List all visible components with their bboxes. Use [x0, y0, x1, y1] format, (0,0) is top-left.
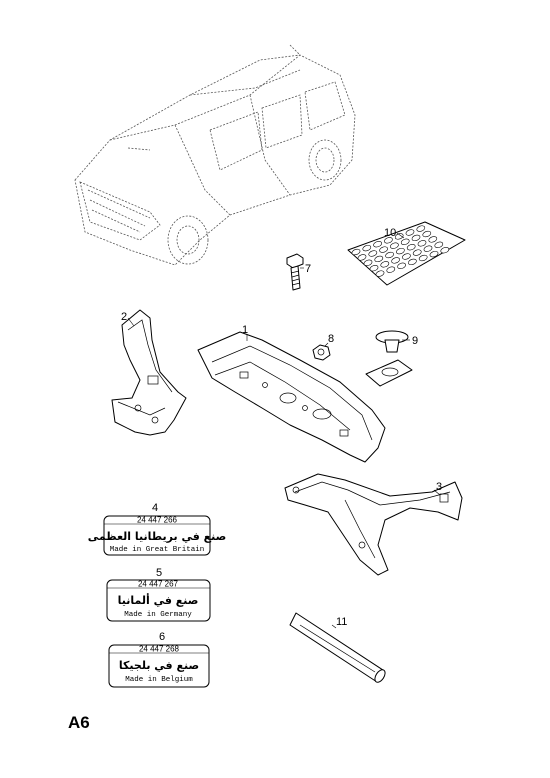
- pad-dot: [417, 240, 427, 247]
- pad-dot: [408, 258, 417, 266]
- label-made-in: Made in Germany: [124, 611, 192, 619]
- pad-dot: [362, 244, 372, 252]
- pad-dot: [363, 259, 373, 266]
- callout-4: 4: [152, 502, 158, 514]
- label-part-number: 24 447 266: [137, 516, 178, 525]
- pad-dot: [357, 254, 367, 261]
- label-part-number: 24 447 268: [139, 645, 180, 654]
- label-arabic-text: صنع في ألمانيا: [118, 593, 199, 607]
- pad-dot: [423, 245, 433, 252]
- pad-dot: [373, 241, 382, 248]
- callout-5: 5: [156, 567, 162, 579]
- page-label: A6: [68, 713, 90, 732]
- label-arabic-text: صنع في بريطانيا العظمى: [88, 530, 226, 543]
- side-bracket: [111, 309, 187, 436]
- label-made-in: Made in Belgium: [125, 676, 193, 684]
- pad-dot: [397, 262, 406, 269]
- pad-dot: [416, 225, 426, 232]
- callout-8: 8: [328, 333, 334, 345]
- nut-icon: [312, 344, 331, 361]
- callout-2: 2: [121, 311, 127, 323]
- callout-6: 6: [159, 631, 165, 643]
- origin-label-germany: 24 447 267 صنع في ألمانيا Made in German…: [106, 579, 211, 622]
- pad-dot: [428, 236, 438, 243]
- pad-dot: [411, 234, 421, 242]
- pad-dot: [390, 242, 399, 249]
- pad-dot: [434, 241, 444, 248]
- pad-dot: [402, 253, 411, 260]
- callout-1: 1: [242, 324, 248, 336]
- pad-dot: [400, 238, 410, 245]
- pad-dot: [368, 250, 378, 257]
- pad-dot: [412, 249, 422, 256]
- pad-dot: [380, 261, 390, 268]
- pad-dot: [384, 237, 393, 244]
- lower-bracket: [284, 473, 463, 576]
- car-outline: [74, 44, 356, 266]
- front-end-cross-member: [197, 331, 386, 463]
- callout-10: 10: [384, 227, 396, 239]
- label-part-number: 24 447 267: [138, 580, 179, 589]
- origin-label-belgium: 24 447 268 صنع في بلجيكا Made in Belgium: [108, 644, 210, 688]
- pad-dot: [351, 248, 361, 256]
- pad-dot: [405, 229, 415, 236]
- pad-dot: [440, 247, 450, 254]
- pad-dot: [429, 250, 439, 258]
- callout-3: 3: [436, 481, 442, 493]
- label-made-in: Made in Great Britain: [110, 546, 205, 554]
- pad-dot: [386, 266, 396, 273]
- label-arabic-text: صنع في بلجيكا: [119, 659, 199, 672]
- pad-dot: [406, 244, 416, 251]
- pad-dot: [396, 247, 405, 255]
- pad-dot: [385, 251, 394, 259]
- pad-dot: [422, 230, 432, 238]
- pad-dot: [391, 257, 400, 264]
- clip-icon: [365, 330, 413, 387]
- pad-dot: [369, 265, 379, 272]
- bolt-icon: [286, 253, 304, 291]
- pad-dot: [379, 246, 388, 253]
- callout-9: 9: [412, 335, 418, 347]
- pad-dot: [374, 255, 384, 263]
- callout-11: 11: [336, 616, 347, 628]
- origin-label-great-britain: 24 447 266 صنع في بريطانيا العظمى Made i…: [88, 515, 226, 556]
- sound-pad-sheet: [347, 221, 466, 286]
- callout-7: 7: [305, 263, 311, 275]
- pad-dot: [418, 254, 428, 262]
- pad-dot: [375, 270, 385, 277]
- hose-icon: [289, 612, 386, 683]
